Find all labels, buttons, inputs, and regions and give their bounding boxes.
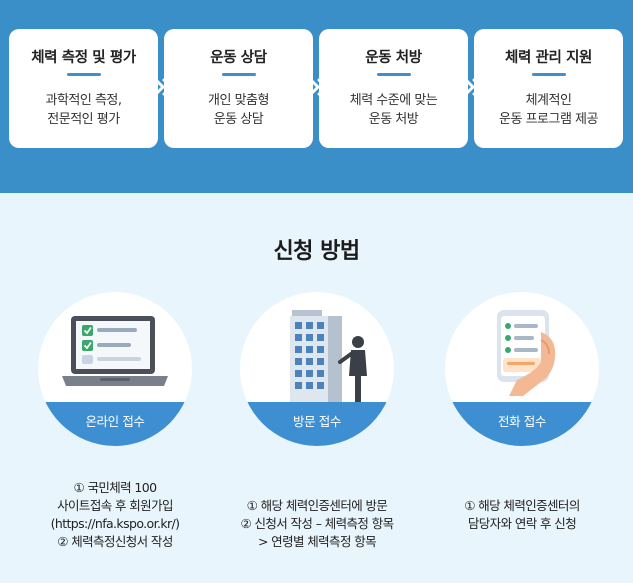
title-underline — [531, 73, 566, 76]
step-card-counseling: 운동 상담 개인 맞춤형 운동 상담 — [164, 29, 313, 148]
step-title: 운동 처방 — [365, 50, 422, 66]
step-description: 과학적인 측정, 전문적인 평가 — [45, 93, 122, 127]
section-title: 신청 방법 — [273, 239, 360, 264]
step-title: 운동 상담 — [210, 50, 267, 66]
method-visit-description: ① 해당 체력인증센터에 방문 ② 신청서 작성 – 체력측정 항목 > 연령별… — [222, 497, 412, 551]
laptop-checklist-icon — [62, 316, 168, 386]
step-card-measurement: 체력 측정 및 평가 과학적인 측정, 전문적인 평가 — [9, 29, 158, 148]
title-underline — [221, 73, 256, 76]
method-phone-description: ① 해당 체력인증센터의 담당자와 연락 후 신청 — [432, 497, 612, 533]
method-online-description: ① 국민체력 100 사이트접속 후 회원가입 (https://nfa.ksp… — [13, 479, 217, 551]
step-title: 체력 측정 및 평가 — [31, 50, 136, 66]
description-line: ① 해당 체력인증센터에 방문 — [246, 498, 388, 513]
method-label: 방문 접수 — [240, 402, 394, 446]
description-line: > 연령별 체력측정 항목 — [257, 534, 377, 549]
title-underline — [376, 73, 411, 76]
step-description: 개인 맞춤형 운동 상담 — [208, 93, 269, 127]
method-label: 전화 접수 — [445, 402, 599, 446]
method-phone: 전화 접수 — [445, 292, 599, 446]
step-card-prescription: 운동 처방 체력 수준에 맞는 운동 처방 — [319, 29, 468, 148]
description-line: ② 신청서 작성 – 체력측정 항목 — [240, 516, 394, 531]
description-line: ① 해당 체력인증센터의 — [464, 498, 580, 513]
method-online: 온라인 접수 — [38, 292, 192, 446]
step-card-management: 체력 관리 지원 체계적인 운동 프로그램 제공 — [474, 29, 623, 148]
description-line: ① 국민체력 100 — [73, 480, 157, 495]
step-title: 체력 관리 지원 — [505, 50, 592, 66]
title-underline — [66, 73, 101, 76]
method-visit: 방문 접수 — [240, 292, 394, 446]
description-line: 담당자와 연락 후 신청 — [467, 516, 577, 531]
description-link[interactable]: (https://nfa.kspo.or.kr/) — [50, 516, 180, 531]
step-description: 체계적인 운동 프로그램 제공 — [499, 93, 598, 127]
building-visitor-icon — [290, 310, 367, 404]
step-description: 체력 수준에 맞는 운동 처방 — [349, 93, 438, 127]
method-label: 온라인 접수 — [38, 402, 192, 446]
description-line: ② 체력측정신청서 작성 — [57, 534, 173, 549]
phone-checklist-icon — [497, 310, 556, 396]
description-line: 사이트접속 후 회원가입 — [57, 498, 173, 513]
